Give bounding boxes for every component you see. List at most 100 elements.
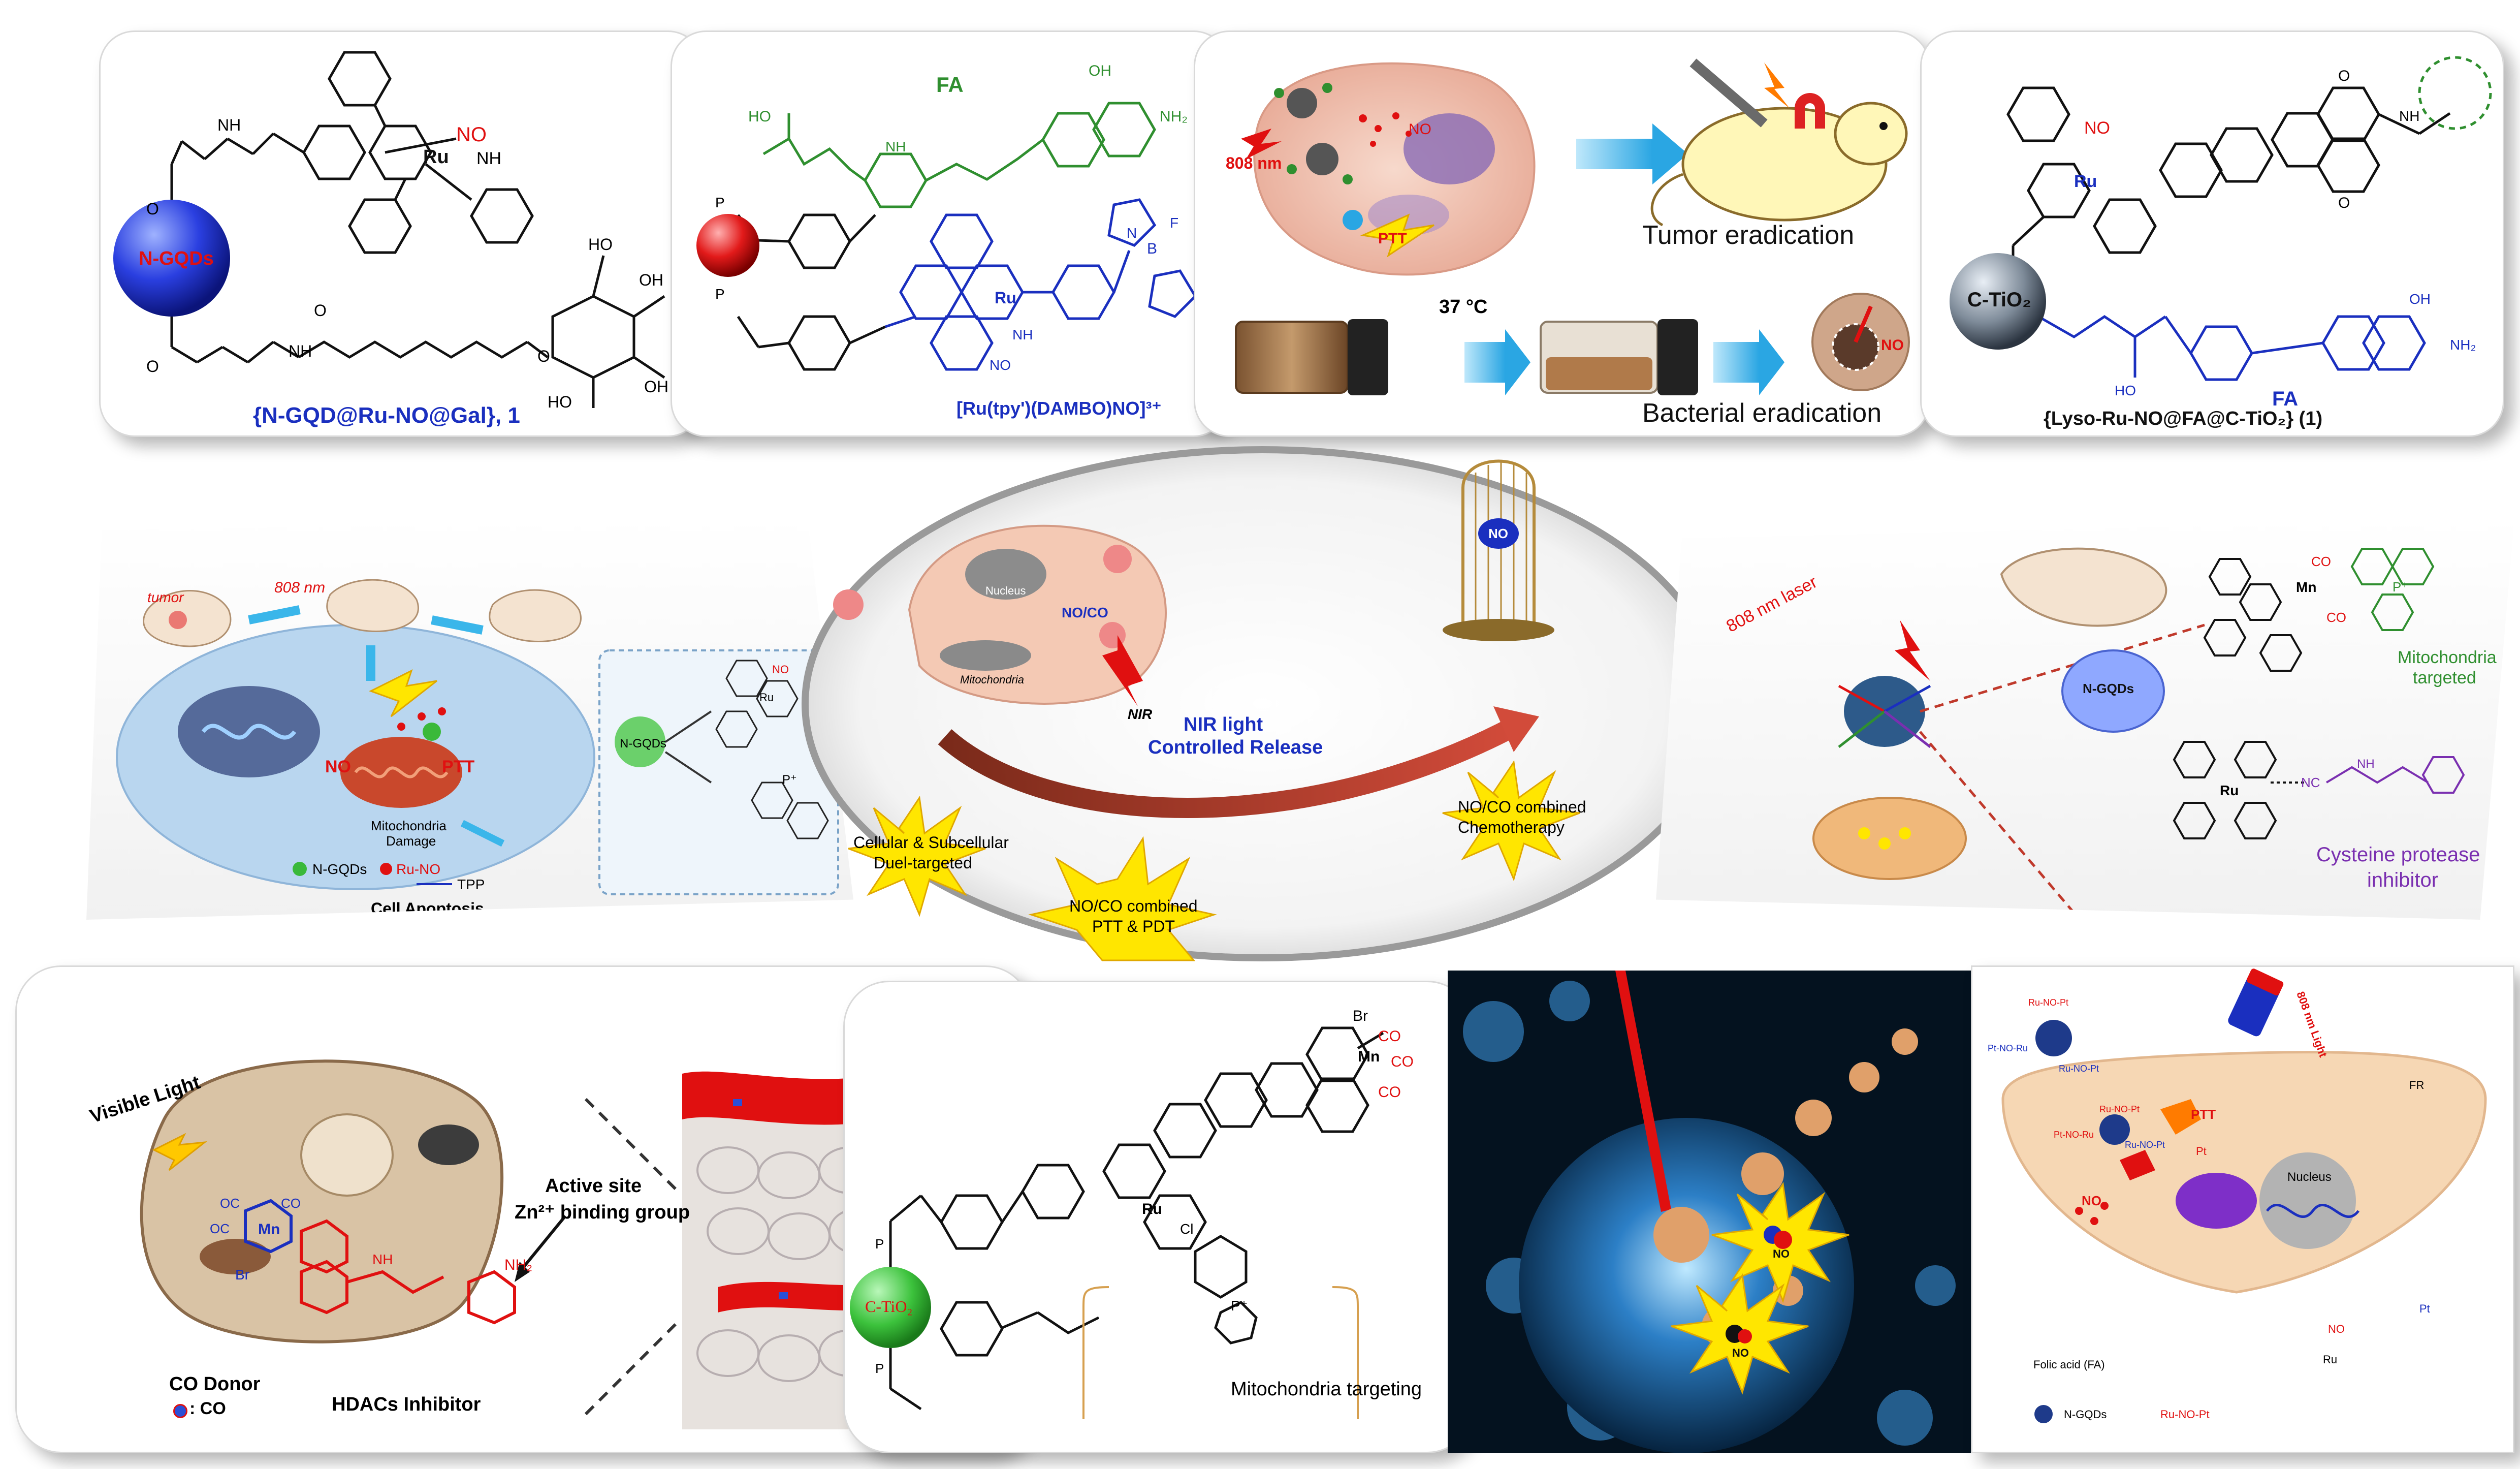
panel-808nm-laser-mn-co: 808 nm laser N-GQDs Mitochondria targete… xyxy=(1656,518,2514,920)
mitochondria-targeting-label: Mitochondria targeting xyxy=(1231,1379,1422,1400)
burst-3-line-1: NO/CO combined xyxy=(1458,798,1586,816)
no-label: NO xyxy=(990,357,1011,373)
oc-label-1: OC xyxy=(210,1221,230,1236)
no-small-label: NO xyxy=(772,663,789,676)
co-donor-label: CO Donor xyxy=(169,1373,261,1395)
nanoparticle-1 xyxy=(1287,88,1317,118)
p-label-1: P xyxy=(715,195,725,210)
burst-3-line-2: Chemotherapy xyxy=(1458,818,1565,836)
burst-1-line-2: Duel-targeted xyxy=(874,854,972,872)
nir-light-label: NIR light xyxy=(1184,714,1263,735)
mitochondria-line-1: Mitochondria xyxy=(2398,648,2497,667)
laser-label: 808 nm xyxy=(1226,154,1282,172)
panel-ptt-tumor-bacteria: 808 nm PTT NO Tumor eradication 37 °C Ba… xyxy=(1194,30,1930,437)
o-label-2: O xyxy=(2338,195,2350,211)
phosphonium-label: P⁺ xyxy=(2393,579,2409,595)
mitochondria-label: Mitochondria xyxy=(960,673,1024,686)
ru-no-pt-tag-4: Ru-NO-Pt xyxy=(2099,1104,2140,1114)
ptt-tumor-bacteria-drawing xyxy=(1235,58,1910,395)
oc-label-2: OC xyxy=(220,1196,240,1211)
nucleus-label: Nucleus xyxy=(985,584,1026,597)
ru-label: Ru xyxy=(995,289,1016,307)
virus-cell-drawing xyxy=(1463,971,1956,1453)
nucleus-label: Nucleus xyxy=(2287,1170,2332,1184)
n-gqds-legend: N-GQDs xyxy=(2064,1408,2107,1421)
phosphonium-label: P⁺ xyxy=(782,773,797,787)
nir-release-drawing xyxy=(802,446,1723,961)
o-label-1: O xyxy=(2338,68,2350,84)
panel-ru-tpy-dambo-no: FA OH NH₂ HO NH NH P P B F F NO Ru N [Ru… xyxy=(671,30,1229,437)
target-cell xyxy=(2001,1051,2487,1294)
no-label: NO xyxy=(456,123,487,146)
ru-no-pt-cell-drawing xyxy=(2001,968,2487,1423)
ru-label: Ru xyxy=(423,146,449,168)
inhibitor-line-2: inhibitor xyxy=(2367,869,2439,891)
tumor-eradication-label: Tumor eradication xyxy=(1642,221,1855,250)
ru-label: Ru xyxy=(1142,1201,1162,1217)
panel-ru-no-pt-cell: 808 nm Light FR PTT NO Nucleus Folic aci… xyxy=(1971,965,2514,1453)
mn-co-structure-drawing xyxy=(1812,547,2465,920)
ru-no-pt-tag-6: Ru-NO-Pt xyxy=(2125,1140,2165,1150)
o-label-2: O xyxy=(146,357,159,376)
nh2-label: NH₂ xyxy=(1160,108,1188,125)
ptt-label: PTT xyxy=(442,757,475,776)
hdac-inhibitor-label: HDACs Inhibitor xyxy=(332,1394,481,1415)
no-small-label: NO xyxy=(2328,1323,2345,1335)
cl-label: Cl xyxy=(1180,1221,1194,1237)
light-dot xyxy=(1343,210,1363,230)
laser-label: 808 nm xyxy=(274,579,326,596)
co-donor-cell-drawing xyxy=(140,1059,916,1429)
ho-label-2: HO xyxy=(548,393,572,411)
oh-label-2: OH xyxy=(644,378,668,396)
cell-apoptosis-label: Cell Apoptosis xyxy=(371,899,484,918)
nh-label: NH xyxy=(372,1252,393,1267)
cell-apoptosis-drawing xyxy=(116,579,839,895)
fa-label: FA xyxy=(936,73,964,97)
panel-d-caption: {Lyso-Ru-NO@FA@C-TiO₂} (1) xyxy=(2044,408,2323,429)
c-tio2-label: C-TiO₂ xyxy=(1967,289,2031,311)
ru-small-label: Ru xyxy=(759,691,774,704)
lyso-ru-no-structure xyxy=(1950,56,2492,381)
oh-label: OH xyxy=(2409,291,2431,307)
controlled-release-label: Controlled Release xyxy=(1148,737,1323,758)
nucleus xyxy=(2259,1152,2356,1249)
burst-2-line-2: PTT & PDT xyxy=(1092,917,1175,935)
mn-label: Mn xyxy=(2296,579,2317,595)
br-label: Br xyxy=(1353,1008,1368,1024)
ho-label-1: HO xyxy=(588,235,613,254)
ru-label: Ru xyxy=(2220,783,2239,798)
mitochondria-label: Mitochondria xyxy=(371,818,446,833)
mitochondrion xyxy=(2176,1173,2257,1229)
no-label: NO xyxy=(2082,1193,2101,1208)
nh2-label: NH₂ xyxy=(504,1257,532,1273)
cage-no-label: NO xyxy=(1488,526,1508,541)
nh-label-3: NH xyxy=(289,342,312,360)
co-label: CO xyxy=(281,1196,301,1211)
oh-label-1: OH xyxy=(639,271,663,289)
oh-label: OH xyxy=(1089,62,1111,79)
fluorine-label-1: F xyxy=(1170,215,1179,231)
fa-label: FA xyxy=(2272,388,2299,410)
legend-ru-no: Ru-NO xyxy=(396,861,441,877)
ru-no-pt-tag-1: Ru-NO-Pt xyxy=(2028,997,2069,1008)
n-gqds-label: N-GQDs xyxy=(139,248,214,269)
cell-nucleus xyxy=(1403,113,1495,184)
c-tio2-sphere xyxy=(1950,253,2046,350)
no-label-2: NO xyxy=(1732,1347,1749,1359)
panel-lyso-ru-no-fa-ctio2: C-TiO₂ NO Ru NH O O FA OH NH₂ HO {Lyso-R… xyxy=(1920,30,2504,437)
nh-label-1: NH xyxy=(885,139,906,154)
no-co-label: NO/CO xyxy=(1062,605,1108,620)
no-label: NO xyxy=(325,757,351,776)
panel-a-caption: {N-GQD@Ru-NO@Gal}, 1 xyxy=(253,403,520,428)
boron-label: B xyxy=(1147,240,1158,257)
panel-b-caption: [Ru(tpy')(DAMBO)NO]³⁺ xyxy=(956,398,1162,419)
mn-label: Mn xyxy=(258,1221,280,1238)
ptt-label: PTT xyxy=(2191,1107,2216,1122)
ho-label: HO xyxy=(748,108,771,125)
ru-no-pt-tag-3: Ru-NO-Pt xyxy=(2059,1064,2099,1074)
no-label: NO xyxy=(1409,121,1431,138)
n-gqds-particle-label: N-GQDs xyxy=(620,737,666,751)
temperature-label: 37 °C xyxy=(1439,296,1488,318)
burst-2-line-1: NO/CO combined xyxy=(1069,897,1198,915)
nh-label: NH xyxy=(2357,757,2375,771)
